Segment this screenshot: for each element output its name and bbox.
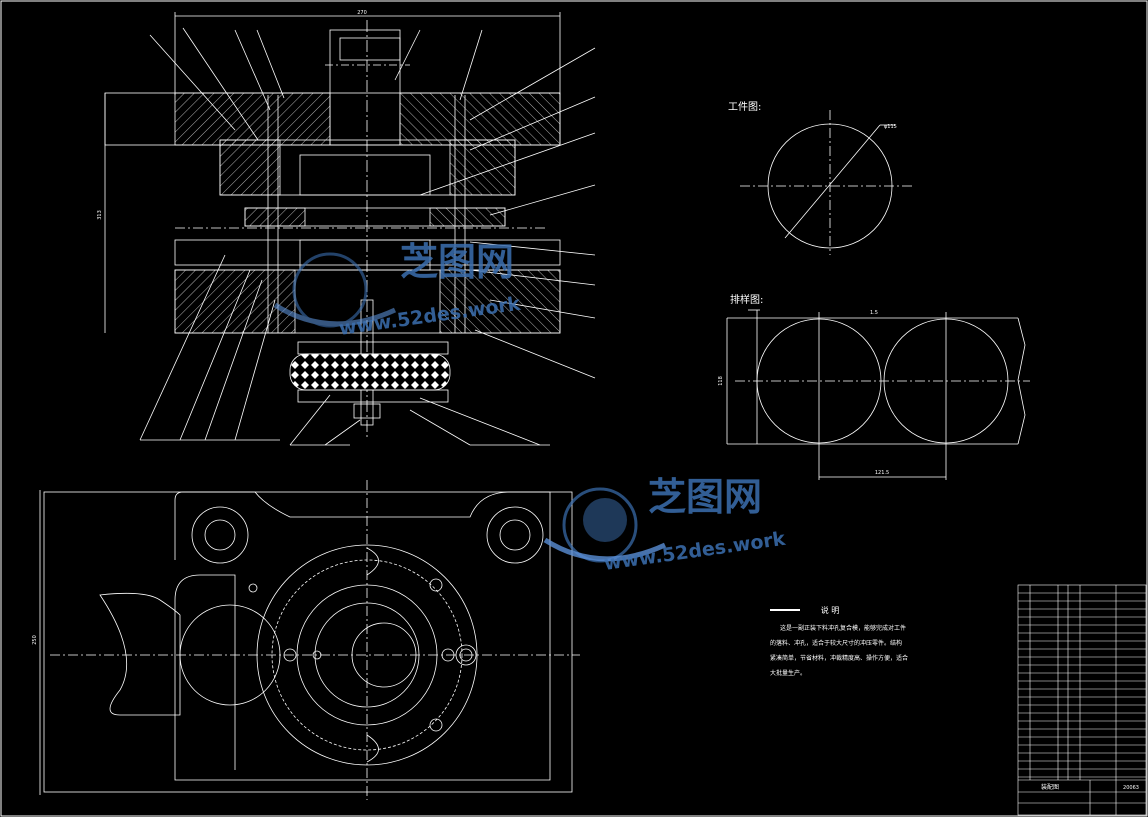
- plan-left-dim: 250: [32, 635, 38, 645]
- watermark-logo-icon-small: [273, 252, 397, 328]
- main-top-dim: 270: [357, 10, 367, 16]
- layout-dim-top: 1.5: [870, 310, 878, 316]
- workpiece-title: 工件图:: [728, 101, 761, 113]
- notes-line: 大批量生产。: [770, 669, 806, 677]
- layout-dim-bottom: 121.5: [875, 470, 889, 476]
- notes-line: 这是一副正装下料冲孔复合模，能够完成对工件: [780, 624, 906, 632]
- notes-line: 紧凑简单，节省材料，冲裁精度高、操作方便，适合: [770, 654, 908, 662]
- workpiece-dim: φ115: [884, 124, 897, 130]
- notes-line: 的落料、冲孔，适合于较大尺寸的冲压零件。结构: [770, 639, 902, 647]
- watermark-logo-icon: [543, 487, 667, 563]
- workpiece-view: [740, 110, 915, 255]
- strip-layout-view: [726, 309, 1030, 480]
- watermark-brand: 芝图网: [648, 475, 762, 519]
- plan-view: [39, 480, 580, 800]
- watermark-url: www.52des.work: [603, 528, 787, 575]
- layout-dim-left: 118: [718, 376, 724, 386]
- section-view: [104, 12, 596, 446]
- watermark-brand-faint: 芝图网: [400, 240, 514, 284]
- notes-heading: 说 明: [821, 605, 840, 615]
- title-block-code: 20063: [1123, 785, 1139, 791]
- title-block-name: 装配图: [1041, 783, 1059, 791]
- layout-title: 排样图:: [730, 293, 763, 306]
- notes-block: 说 明 这是一副正装下料冲孔复合模，能够完成对工件 的落料、冲孔，适合于较大尺寸…: [770, 605, 908, 677]
- main-left-dim: 313: [97, 210, 103, 220]
- title-block: [1017, 584, 1147, 816]
